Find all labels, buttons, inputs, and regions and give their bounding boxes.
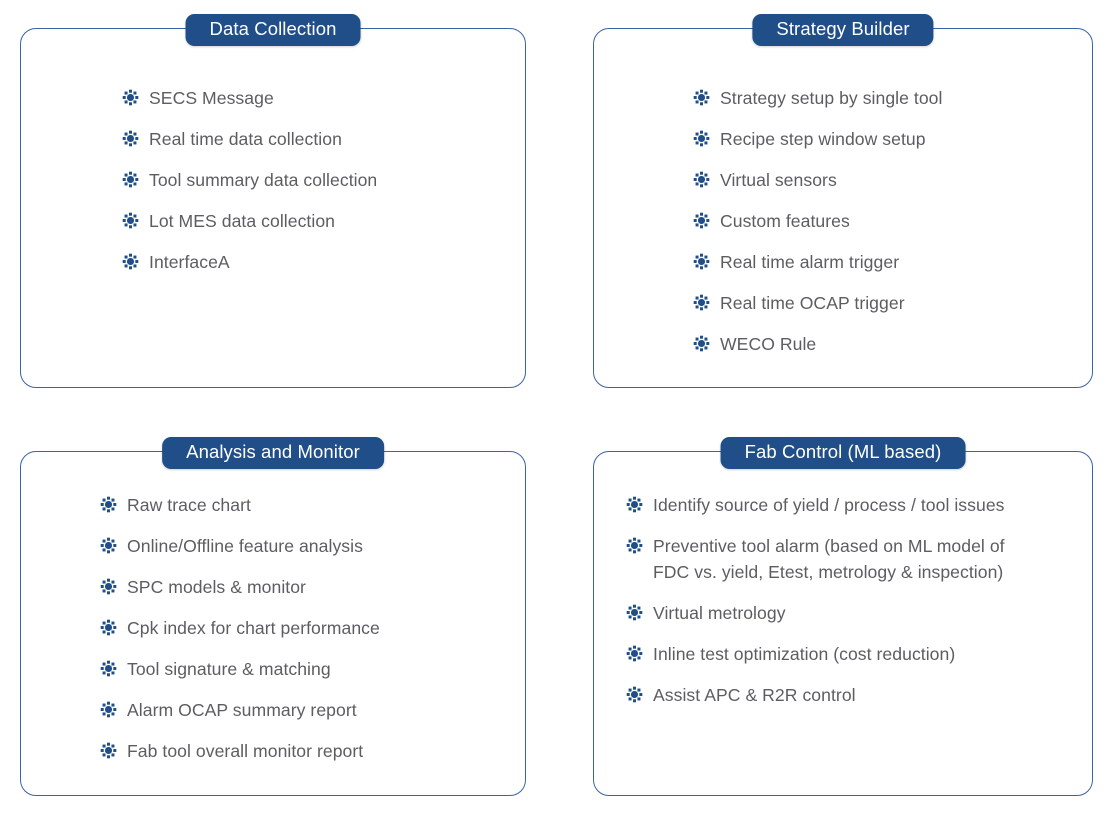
list-item-label: Preventive tool alarm (based on ML model… [653, 533, 1005, 585]
list-item-label: Assist APC & R2R control [653, 685, 856, 705]
list-item-label: Custom features [720, 211, 850, 231]
radiating-dot-icon [101, 620, 116, 635]
radiating-dot-icon [101, 661, 116, 676]
list-item[interactable]: Cpk index for chart performance [101, 615, 525, 641]
list-item-label-line1: Preventive tool alarm (based on ML model… [653, 536, 1005, 556]
radiating-dot-icon [627, 605, 642, 620]
list-item[interactable]: Real time OCAP trigger [694, 290, 1092, 316]
list-item-label: Raw trace chart [127, 495, 251, 515]
list-item[interactable]: Recipe step window setup [694, 126, 1092, 152]
list-item[interactable]: Lot MES data collection [123, 208, 525, 234]
list-item-label: Cpk index for chart performance [127, 618, 380, 638]
radiating-dot-icon [694, 336, 709, 351]
radiating-dot-icon [101, 497, 116, 512]
panel-title-fab-control: Fab Control (ML based) [720, 437, 966, 469]
radiating-dot-icon [627, 538, 642, 553]
feature-list-analysis-and-monitor: Raw trace chart Online/Offline feature a… [21, 452, 525, 779]
list-item[interactable]: Real time alarm trigger [694, 249, 1092, 275]
list-item[interactable]: Identify source of yield / process / too… [627, 492, 1092, 518]
list-item[interactable]: Inline test optimization (cost reduction… [627, 641, 1092, 667]
radiating-dot-icon [694, 172, 709, 187]
feature-list-strategy-builder: Strategy setup by single tool Recipe ste… [594, 29, 1092, 372]
list-item[interactable]: Assist APC & R2R control [627, 682, 1092, 708]
list-item[interactable]: Real time data collection [123, 126, 525, 152]
list-item[interactable]: SPC models & monitor [101, 574, 525, 600]
list-item[interactable]: Raw trace chart [101, 492, 525, 518]
list-item-label: Fab tool overall monitor report [127, 741, 364, 761]
panel-title-analysis-and-monitor: Analysis and Monitor [162, 437, 384, 469]
radiating-dot-icon [123, 254, 138, 269]
list-item[interactable]: Virtual sensors [694, 167, 1092, 193]
list-item-label: Recipe step window setup [720, 129, 926, 149]
radiating-dot-icon [694, 90, 709, 105]
panel-analysis-and-monitor: Analysis and Monitor Raw trace chart Onl… [20, 437, 526, 796]
feature-list-data-collection: SECS Message Real time data collection T… [21, 29, 525, 290]
list-item[interactable]: Preventive tool alarm (based on ML model… [627, 533, 1092, 585]
radiating-dot-icon [123, 213, 138, 228]
list-item-label: Online/Offline feature analysis [127, 536, 363, 556]
list-item-label: Tool signature & matching [127, 659, 331, 679]
list-item[interactable]: WECO Rule [694, 331, 1092, 357]
list-item[interactable]: Tool signature & matching [101, 656, 525, 682]
list-item[interactable]: Virtual metrology [627, 600, 1092, 626]
list-item-label: Strategy setup by single tool [720, 88, 943, 108]
radiating-dot-icon [627, 646, 642, 661]
list-item[interactable]: Strategy setup by single tool [694, 85, 1092, 111]
radiating-dot-icon [694, 213, 709, 228]
list-item-label: Tool summary data collection [149, 170, 378, 190]
feature-list-fab-control: Identify source of yield / process / too… [594, 452, 1092, 723]
list-item-label-line2: FDC vs. yield, Etest, metrology & inspec… [653, 562, 1004, 582]
panel-data-collection: Data Collection SECS Message Real time d… [20, 14, 526, 388]
list-item[interactable]: Tool summary data collection [123, 167, 525, 193]
panel-title-strategy-builder: Strategy Builder [752, 14, 934, 46]
radiating-dot-icon [694, 295, 709, 310]
radiating-dot-icon [123, 90, 138, 105]
list-item[interactable]: SECS Message [123, 85, 525, 111]
list-item-label: Identify source of yield / process / too… [653, 495, 1005, 515]
radiating-dot-icon [101, 538, 116, 553]
list-item-label: Alarm OCAP summary report [127, 700, 357, 720]
list-item[interactable]: InterfaceA [123, 249, 525, 275]
radiating-dot-icon [101, 579, 116, 594]
radiating-dot-icon [694, 131, 709, 146]
list-item[interactable]: Fab tool overall monitor report [101, 738, 525, 764]
list-item-label: Virtual sensors [720, 170, 837, 190]
list-item[interactable]: Alarm OCAP summary report [101, 697, 525, 723]
list-item-label: WECO Rule [720, 334, 817, 354]
list-item-label: InterfaceA [149, 252, 230, 272]
list-item[interactable]: Custom features [694, 208, 1092, 234]
panel-title-data-collection: Data Collection [185, 14, 361, 46]
radiating-dot-icon [123, 172, 138, 187]
radiating-dot-icon [694, 254, 709, 269]
list-item[interactable]: Online/Offline feature analysis [101, 533, 525, 559]
list-item-label: Lot MES data collection [149, 211, 335, 231]
radiating-dot-icon [123, 131, 138, 146]
list-item-label: Real time data collection [149, 129, 342, 149]
list-item-label: Real time alarm trigger [720, 252, 900, 272]
list-item-label: Virtual metrology [653, 603, 786, 623]
radiating-dot-icon [627, 497, 642, 512]
panel-strategy-builder: Strategy Builder Strategy setup by singl… [593, 14, 1093, 388]
radiating-dot-icon [627, 687, 642, 702]
list-item-label: SPC models & monitor [127, 577, 306, 597]
list-item-label: SECS Message [149, 88, 274, 108]
list-item-label: Real time OCAP trigger [720, 293, 905, 313]
radiating-dot-icon [101, 702, 116, 717]
list-item-label: Inline test optimization (cost reduction… [653, 644, 956, 664]
radiating-dot-icon [101, 743, 116, 758]
panel-fab-control: Fab Control (ML based) Identify source o… [593, 437, 1093, 796]
